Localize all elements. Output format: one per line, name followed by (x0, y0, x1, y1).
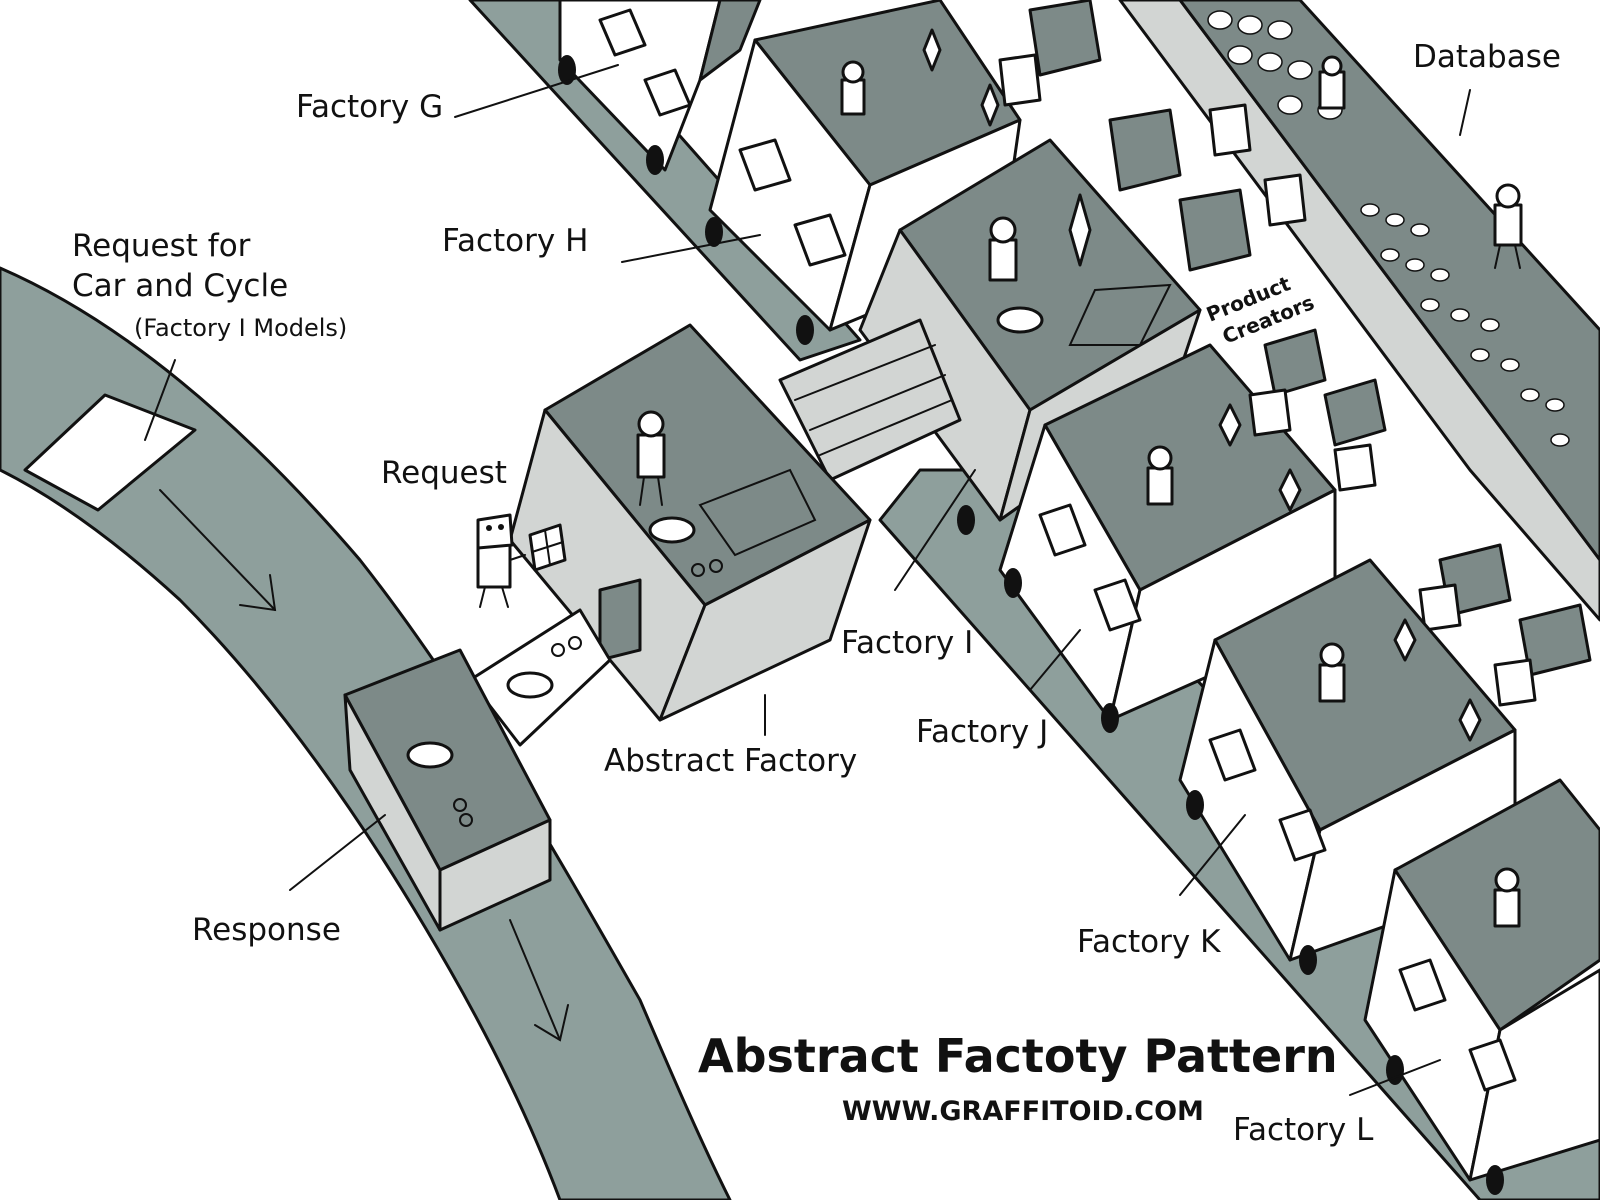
leader-factory-h (621, 234, 761, 263)
database-sidewalk (1118, 0, 1600, 622)
label-factory-l: Factory L (1233, 1112, 1374, 1148)
label-factory-i-models: (Factory I Models) (134, 314, 347, 342)
request-pointer-line (144, 359, 176, 441)
product-creator-huts-top (998, 0, 1307, 272)
label-abstract-factory: Abstract Factory (604, 743, 857, 779)
label-factory-h: Factory H (442, 223, 588, 259)
label-factory-i: Factory I (841, 625, 973, 661)
product-conveyor (468, 608, 612, 747)
database-clerk-top (1318, 55, 1346, 110)
label-response: Response (192, 912, 341, 948)
label-request: Request (381, 455, 507, 491)
database-records (1207, 10, 1570, 447)
label-factory-g: Factory G (296, 89, 443, 125)
leader-factory-k (1179, 814, 1246, 896)
request-paper (23, 393, 197, 512)
leader-database (1459, 89, 1471, 136)
leader-factory-j (1029, 629, 1081, 691)
factory-connector (778, 318, 962, 482)
leader-factory-g (454, 64, 619, 118)
leader-response (289, 814, 386, 891)
factory-k-building (1178, 558, 1517, 975)
label-car-and-cycle: Car and Cycle (72, 268, 288, 304)
database-area (1178, 0, 1600, 562)
requester-character (476, 513, 526, 608)
label-factory-j: Factory J (916, 714, 1048, 750)
database-clerk-bottom (1493, 183, 1523, 269)
road-arrow-lower (509, 919, 569, 1042)
abstract-factory-building (508, 323, 872, 722)
label-request-for: Request for (72, 228, 251, 264)
factory-l-building (1363, 778, 1600, 1195)
leader-lines (289, 64, 1471, 1096)
label-database: Database (1413, 39, 1561, 75)
upper-road (468, 0, 862, 362)
product-creator-huts-mid (1248, 328, 1592, 707)
diagram-title: Abstract Factoty Pattern (698, 1029, 1338, 1083)
factory-g-building (558, 0, 762, 175)
leader-factory-l (1349, 1059, 1441, 1096)
label-factory-k: Factory K (1077, 924, 1221, 960)
response-box (343, 648, 552, 932)
leader-factory-i (894, 469, 976, 591)
website-credit: WWW.GRAFFITOID.COM (842, 1096, 1204, 1127)
road-arrow-upper (159, 489, 277, 612)
